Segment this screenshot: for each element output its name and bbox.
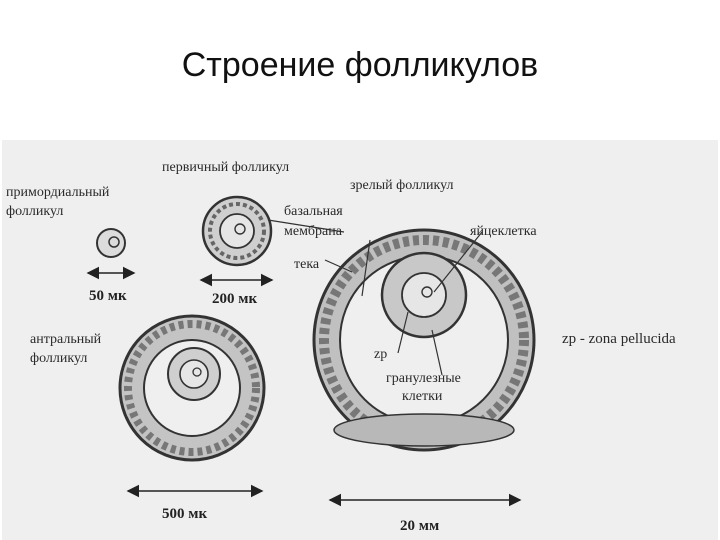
dim-primordial: 50 мк xyxy=(89,288,127,304)
label-theca: тека xyxy=(294,257,320,272)
leader-lines xyxy=(267,219,483,376)
dim-mature: 20 мм xyxy=(400,518,439,534)
label-mature: зрелый фолликул xyxy=(350,178,453,193)
label-granulosa-2: клетки xyxy=(402,389,443,404)
dim-antral: 500 мк xyxy=(162,506,207,522)
label-oocyte: яйцеклетка xyxy=(470,224,537,239)
primordial-follicle xyxy=(96,228,126,258)
primary-follicle xyxy=(201,195,273,267)
label-zp-legend: zp - zona pellucida xyxy=(562,331,676,347)
antral-follicle xyxy=(118,314,266,462)
label-basal-1: базальная xyxy=(284,204,343,219)
label-granulosa-1: гранулезные xyxy=(386,371,461,386)
label-antral-1: антральный xyxy=(30,332,102,347)
label-primordial-2: фолликул xyxy=(6,204,63,219)
label-primordial-1: примордиальный xyxy=(6,185,110,200)
dim-primary: 200 мк xyxy=(212,291,257,307)
slide-title: Строение фолликулов xyxy=(181,46,539,84)
label-zp: zp xyxy=(374,347,387,362)
label-basal-2: мембрана xyxy=(284,224,343,239)
label-antral-2: фолликул xyxy=(30,351,87,366)
label-primary: первичный фолликул xyxy=(162,160,289,175)
mature-follicle xyxy=(312,228,536,452)
